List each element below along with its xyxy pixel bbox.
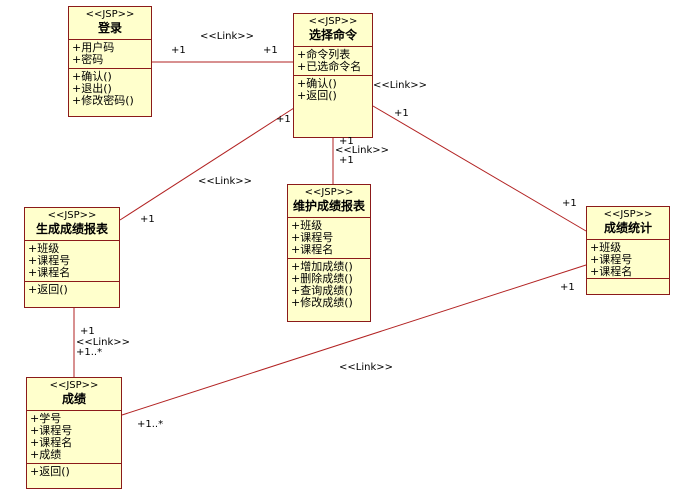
attribute: +学号 [30, 412, 62, 425]
operation-compartment: +返回() [27, 464, 121, 480]
class-select-command[interactable]: <<JSP>> 选择命令 +命令列表 +已选命令名 +确认() +返回() [293, 13, 373, 138]
attribute: +成绩 [30, 448, 62, 461]
operation: +删除成绩() [291, 272, 353, 285]
class-header: <<JSP>> 成绩统计 [587, 207, 669, 240]
class-maintain-report[interactable]: <<JSP>> 维护成绩报表 +班级 +课程号 +课程名 +增加成绩() +删除… [287, 184, 371, 322]
link-stereotype-label: <<Link>> [200, 31, 254, 42]
multiplicity-label: +1 [140, 214, 155, 225]
class-header: <<JSP>> 选择命令 [294, 14, 372, 47]
operation: +返回() [297, 89, 337, 102]
multiplicity-label: +1 [80, 326, 95, 337]
multiplicity-label: +1 [562, 198, 577, 209]
class-grades[interactable]: <<JSP>> 成绩 +学号 +课程号 +课程名 +成绩 +返回() [26, 377, 122, 489]
stereotype-label: <<JSP>> [47, 210, 97, 221]
class-header: <<JSP>> 成绩 [27, 378, 121, 411]
class-header: <<JSP>> 生成成绩报表 [25, 208, 119, 241]
class-name: 登录 [97, 21, 122, 35]
attribute-compartment: +班级 +课程号 +课程名 [288, 218, 370, 259]
association-select-command-grade-stats [372, 105, 587, 232]
operation: +修改成绩() [291, 296, 353, 309]
class-name: 成绩 [61, 392, 86, 406]
attribute-compartment: +班级 +课程号 +课程名 [25, 241, 119, 282]
operation-compartment: +返回() [25, 282, 119, 298]
attribute: +课程名 [28, 266, 71, 279]
attribute: +课程号 [590, 253, 633, 266]
association-select-command-generate-report [119, 107, 295, 221]
operation-compartment [587, 279, 669, 283]
multiplicity-label: +1 [560, 282, 575, 293]
class-generate-report[interactable]: <<JSP>> 生成成绩报表 +班级 +课程号 +课程名 +返回() [24, 207, 120, 308]
operation: +增加成绩() [291, 260, 353, 273]
multiplicity-label: +1..* [76, 347, 103, 358]
attribute-compartment: +用户码 +密码 [69, 40, 151, 69]
link-stereotype-label: <<Link>> [373, 80, 427, 91]
operation-compartment: +确认() +退出() +修改密码() [69, 69, 151, 109]
operation: +查询成绩() [291, 284, 353, 297]
attribute: +课程号 [30, 424, 73, 437]
class-login[interactable]: <<JSP>> 登录 +用户码 +密码 +确认() +退出() +修改密码() [68, 6, 152, 117]
operation-compartment: +确认() +返回() [294, 76, 372, 104]
class-name: 成绩统计 [603, 221, 652, 235]
attribute: +密码 [72, 53, 104, 66]
stereotype-label: <<JSP>> [85, 9, 135, 20]
multiplicity-label: +1 [394, 108, 409, 119]
operation: +退出() [72, 82, 112, 95]
multiplicity-label: +1 [171, 45, 186, 56]
link-stereotype-label: <<Link>> [198, 176, 252, 187]
operation: +返回() [28, 283, 68, 296]
multiplicity-label: +1 [263, 45, 278, 56]
link-stereotype-label: <<Link>> [335, 145, 389, 156]
class-name: 生成成绩报表 [35, 222, 108, 236]
attribute: +课程名 [590, 265, 633, 278]
stereotype-label: <<JSP>> [603, 209, 653, 220]
attribute: +班级 [590, 241, 622, 254]
attribute: +已选命令名 [297, 60, 362, 73]
class-header: <<JSP>> 登录 [69, 7, 151, 40]
operation: +确认() [297, 77, 337, 90]
class-header: <<JSP>> 维护成绩报表 [288, 185, 370, 218]
attribute: +课程名 [30, 436, 73, 449]
operation: +修改密码() [72, 94, 134, 107]
multiplicity-label: +1 [339, 136, 354, 147]
stereotype-label: <<JSP>> [304, 187, 354, 198]
attribute-compartment: +班级 +课程号 +课程名 [587, 240, 669, 279]
operation-compartment: +增加成绩() +删除成绩() +查询成绩() +修改成绩() [288, 259, 370, 311]
link-stereotype-label: <<Link>> [76, 337, 130, 348]
stereotype-label: <<JSP>> [308, 16, 358, 27]
operation: +返回() [30, 465, 70, 478]
association-grade-stats-grades [121, 264, 587, 416]
multiplicity-label: +1 [276, 114, 291, 125]
attribute-compartment: +学号 +课程号 +课程名 +成绩 [27, 411, 121, 464]
class-name: 选择命令 [308, 28, 357, 42]
attribute: +班级 [291, 219, 323, 232]
operation: +确认() [72, 70, 112, 83]
attribute: +命令列表 [297, 48, 351, 61]
attribute: +课程号 [28, 254, 71, 267]
class-grade-stats[interactable]: <<JSP>> 成绩统计 +班级 +课程号 +课程名 [586, 206, 670, 295]
multiplicity-label: +1..* [137, 419, 164, 430]
multiplicity-label: +1 [339, 155, 354, 166]
attribute-compartment: +命令列表 +已选命令名 [294, 47, 372, 76]
attribute: +课程号 [291, 231, 334, 244]
stereotype-label: <<JSP>> [49, 380, 99, 391]
class-name: 维护成绩报表 [292, 199, 365, 213]
attribute: +课程名 [291, 243, 334, 256]
attribute: +用户码 [72, 41, 115, 54]
link-stereotype-label: <<Link>> [339, 362, 393, 373]
attribute: +班级 [28, 242, 60, 255]
